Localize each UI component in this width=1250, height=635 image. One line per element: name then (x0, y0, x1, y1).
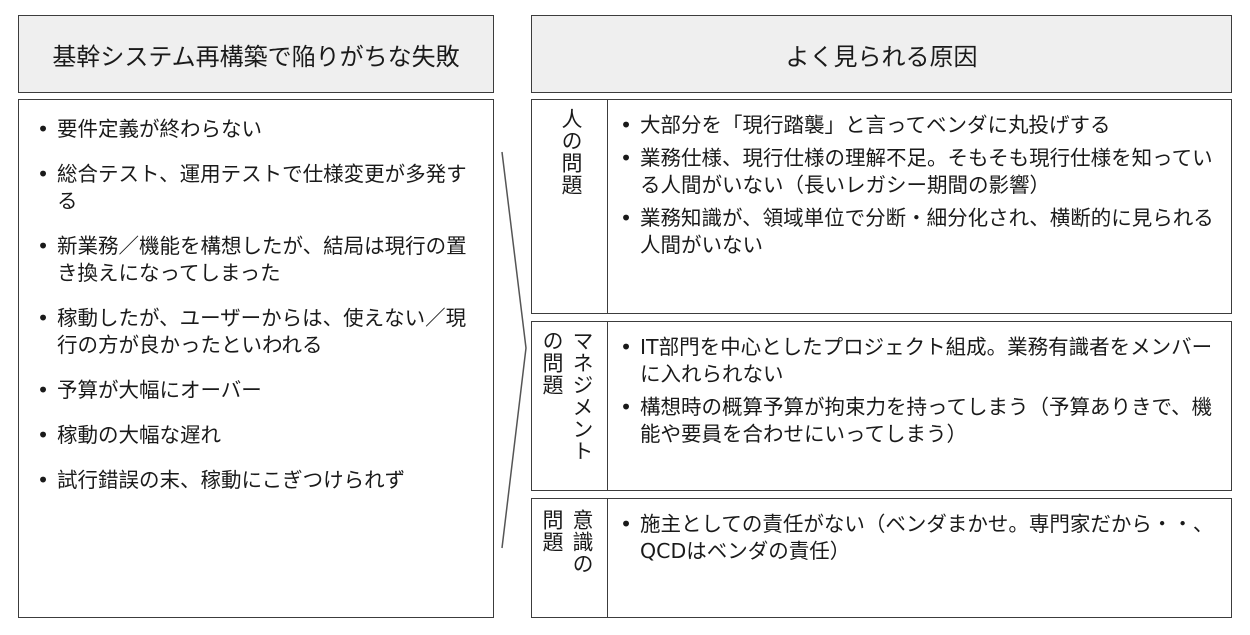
cause-label-text: 問題 (540, 509, 564, 553)
cause-label-text: 人の問題 (559, 108, 583, 196)
cause-item: 構想時の概算予算が拘束力を持ってしまう（予算ありきで、機能や要員を合わせにいって… (618, 394, 1225, 448)
chevron-arrow-icon (501, 151, 527, 549)
cause-label-awareness: 意識の 問題 (532, 499, 608, 617)
cause-list-people: 大部分を「現行踏襲」と言ってベンダに丸投げする 業務仕様、現行仕様の理解不足。そ… (618, 112, 1225, 265)
left-failures-panel: 要件定義が終わらない 総合テスト、運用テストで仕様変更が多発する 新業務／機能を… (18, 99, 494, 618)
cause-list-management: IT部門を中心としたプロジェクト組成。業務有識者をメンバーに入れられない 構想時… (618, 334, 1225, 454)
cause-item: IT部門を中心としたプロジェクト組成。業務有識者をメンバーに入れられない (618, 334, 1225, 388)
cause-group-people: 人の問題 大部分を「現行踏襲」と言ってベンダに丸投げする 業務仕様、現行仕様の理… (531, 99, 1232, 314)
cause-group-awareness: 意識の 問題 施主としての責任がない（ベンダまかせ。専門家だから・・、QCDはベ… (531, 498, 1232, 618)
failure-item: 総合テスト、運用テストで仕様変更が多発する (35, 161, 475, 215)
cause-label-people: 人の問題 (532, 100, 608, 313)
failure-item: 予算が大幅にオーバー (35, 377, 475, 404)
cause-item: 業務知識が、領域単位で分断・細分化され、横断的に見られる人間がいない (618, 205, 1225, 259)
left-header-title: 基幹システム再構築で陥りがちな失敗 (52, 42, 460, 71)
cause-label-text: 意識の (570, 509, 594, 575)
failures-list: 要件定義が終わらない 総合テスト、運用テストで仕様変更が多発する 新業務／機能を… (35, 116, 475, 512)
left-header: 基幹システム再構築で陥りがちな失敗 (18, 15, 494, 93)
failure-item: 要件定義が終わらない (35, 116, 475, 143)
cause-list-awareness: 施主としての責任がない（ベンダまかせ。専門家だから・・、QCDはベンダの責任） (618, 511, 1225, 571)
cause-item: 業務仕様、現行仕様の理解不足。そもそも現行仕様を知っている人間がいない（長いレガ… (618, 145, 1225, 199)
cause-item: 大部分を「現行踏襲」と言ってベンダに丸投げする (618, 112, 1225, 139)
cause-label-text: マネジメント (570, 330, 594, 462)
right-header-title: よく見られる原因 (785, 42, 978, 71)
failure-item: 稼動の大幅な遅れ (35, 422, 475, 449)
cause-label-text: の問題 (540, 330, 564, 396)
right-header: よく見られる原因 (531, 15, 1232, 93)
failure-item: 試行錯誤の末、稼動にこぎつけられず (35, 467, 475, 494)
cause-item: 施主としての責任がない（ベンダまかせ。専門家だから・・、QCDはベンダの責任） (618, 511, 1225, 565)
cause-label-management: マネジメント の問題 (532, 322, 608, 490)
cause-group-management: マネジメント の問題 IT部門を中心としたプロジェクト組成。業務有識者をメンバー… (531, 321, 1232, 491)
failure-item: 稼動したが、ユーザーからは、使えない／現行の方が良かったといわれる (35, 305, 475, 359)
failure-item: 新業務／機能を構想したが、結局は現行の置き換えになってしまった (35, 233, 475, 287)
